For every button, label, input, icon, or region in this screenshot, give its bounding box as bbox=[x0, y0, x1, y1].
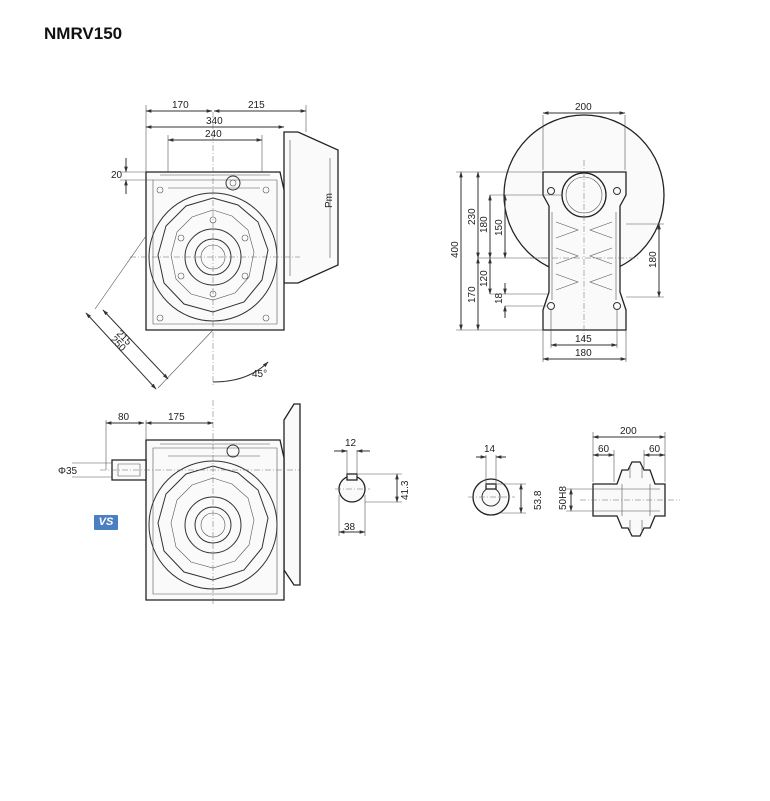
hollow-shaft-view: 200 60 60 50H8 bbox=[558, 426, 680, 537]
key-dim-38: 38 bbox=[344, 522, 356, 533]
gearbox-housing bbox=[145, 171, 285, 331]
vs-dim-phi35: Φ35 bbox=[58, 466, 78, 477]
shaft-dim-60-left: 60 bbox=[598, 444, 610, 455]
dim-20: 20 bbox=[111, 170, 123, 181]
vs-badge: VS bbox=[94, 515, 118, 530]
shaft-dim-50h8: 50H8 bbox=[558, 486, 569, 510]
side-dim-18: 18 bbox=[494, 292, 505, 304]
side-dim-180-bottom: 180 bbox=[575, 348, 592, 359]
side-dim-180: 180 bbox=[479, 216, 490, 233]
key-dim-41-3: 41.3 bbox=[400, 480, 411, 500]
drawing-title: NMRV150 bbox=[44, 24, 123, 43]
side-dim-180-right: 180 bbox=[648, 251, 659, 268]
vs-dim-80: 80 bbox=[118, 412, 130, 423]
dim-45-degrees: 45° bbox=[252, 369, 267, 380]
vs-flange bbox=[283, 403, 301, 586]
dim-pm: Pm bbox=[324, 193, 335, 208]
vs-housing bbox=[145, 439, 285, 601]
dim-340: 340 bbox=[206, 116, 223, 127]
side-view: 200 400 230 170 180 150 120 18 180 145 bbox=[450, 102, 665, 362]
hollow-shaft-body bbox=[592, 461, 666, 537]
side-dim-170: 170 bbox=[467, 286, 478, 303]
side-dim-120: 120 bbox=[479, 270, 490, 287]
key-dim-12: 12 bbox=[345, 438, 357, 449]
side-dim-230: 230 bbox=[467, 208, 478, 225]
input-key-section: 12 41.3 38 bbox=[334, 438, 411, 536]
side-dim-150: 150 bbox=[494, 219, 505, 236]
shaft-dim-200: 200 bbox=[620, 426, 637, 437]
vs-dim-175: 175 bbox=[168, 412, 185, 423]
shaft-dim-60-right: 60 bbox=[649, 444, 661, 455]
front-view: 170 215 340 240 20 Pm 215 250 45° bbox=[85, 100, 339, 390]
output-key-section: 14 53.8 bbox=[468, 444, 544, 516]
side-dim-145: 145 bbox=[575, 334, 592, 345]
vs-input-shaft bbox=[111, 459, 147, 481]
dim-215: 215 bbox=[248, 100, 265, 111]
dim-240: 240 bbox=[205, 129, 222, 140]
side-dim-200: 200 bbox=[575, 102, 592, 113]
dim-170: 170 bbox=[172, 100, 189, 111]
side-dim-400: 400 bbox=[450, 241, 461, 258]
vs-front-view: 80 175 Φ35 bbox=[58, 400, 301, 605]
okey-dim-53-8: 53.8 bbox=[533, 490, 544, 510]
okey-dim-14: 14 bbox=[484, 444, 496, 455]
